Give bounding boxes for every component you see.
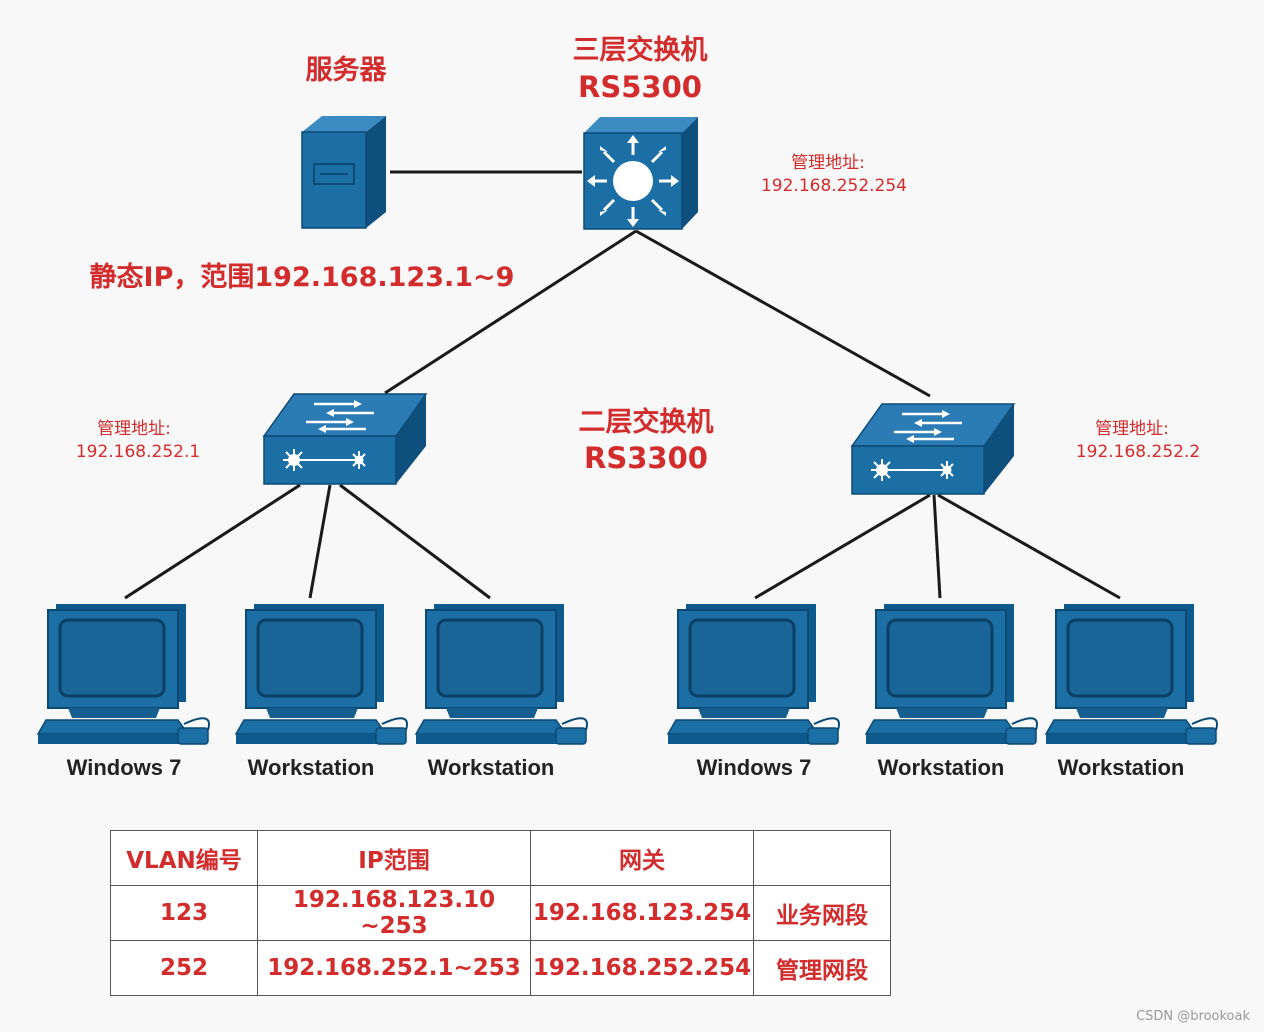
server-label: 服务器 <box>306 55 388 86</box>
core-switch-model: RS5300 <box>578 70 702 104</box>
cell-vlan-id: 252 <box>110 940 258 996</box>
core-switch-mgmt-label: 管理地址: <box>791 153 865 173</box>
access-switch-title: 二层交换机 <box>579 406 714 438</box>
left-pc-1-label: Windows 7 <box>67 755 182 780</box>
table-header-row: VLAN编号 IP范围 网关 <box>110 830 891 886</box>
cell-segment: 管理网段 <box>753 940 891 996</box>
cell-ip-range: 192.168.252.1~253 <box>257 940 531 996</box>
link-leftsw-pc3 <box>339 483 491 600</box>
right-access-switch-icon <box>850 402 1016 496</box>
left-switch-mgmt-label: 管理地址: <box>97 419 171 439</box>
left-pc-2-icon <box>234 602 409 746</box>
right-switch-mgmt-label: 管理地址: <box>1095 419 1169 439</box>
link-rightsw-pc3 <box>937 493 1121 600</box>
header-segment <box>753 830 891 886</box>
right-pc-2-icon <box>864 602 1039 746</box>
right-pc-2-label: Workstation <box>878 755 1005 780</box>
right-pc-3-label: Workstation <box>1058 755 1185 780</box>
cell-vlan-id: 123 <box>110 885 258 941</box>
core-switch-title: 三层交换机 <box>573 34 708 66</box>
right-pc-1-label: Windows 7 <box>697 755 812 780</box>
link-core-left-switch <box>384 229 637 395</box>
header-vlan-id: VLAN编号 <box>110 830 258 886</box>
right-switch-mgmt-ip: 192.168.252.2 <box>1076 442 1200 462</box>
table-row: 252 192.168.252.1~253 192.168.252.254 管理… <box>110 940 891 996</box>
cell-ip-range: 192.168.123.10 ~253 <box>257 885 531 941</box>
server-icon <box>301 116 386 229</box>
left-pc-3-icon <box>414 602 589 746</box>
core-switch-icon <box>583 117 698 230</box>
link-core-right-switch <box>635 229 931 398</box>
cell-gateway: 192.168.123.254 <box>530 885 754 941</box>
access-switch-model: RS3300 <box>584 441 708 475</box>
link-leftsw-pc1 <box>124 483 301 600</box>
cell-gateway: 192.168.252.254 <box>530 940 754 996</box>
left-pc-3-label: Workstation <box>428 755 555 780</box>
left-access-switch-icon <box>262 392 428 486</box>
watermark: CSDN @brookoak <box>1136 1009 1250 1024</box>
left-pc-2-label: Workstation <box>248 755 375 780</box>
link-leftsw-pc2 <box>308 484 332 599</box>
network-topology-diagram: 服务器 三层交换机 RS5300 管理地址: 192.168.252.254 静… <box>36 34 1219 780</box>
right-pc-1-icon <box>666 602 841 746</box>
core-switch-mgmt-ip: 192.168.252.254 <box>761 176 907 196</box>
link-rightsw-pc2 <box>932 494 942 599</box>
server-ip-note: 静态IP，范围192.168.123.1~9 <box>90 262 515 293</box>
left-switch-mgmt-ip: 192.168.252.1 <box>76 442 200 462</box>
cell-segment: 业务网段 <box>753 885 891 941</box>
header-gateway: 网关 <box>530 830 754 886</box>
right-pc-3-icon <box>1044 602 1219 746</box>
table-row: 123 192.168.123.10 ~253 192.168.123.254 … <box>110 885 891 941</box>
link-rightsw-pc1 <box>754 493 931 600</box>
vlan-table: VLAN编号 IP范围 网关 123 192.168.123.10 ~253 1… <box>110 830 891 996</box>
left-pc-1-icon <box>36 602 211 746</box>
header-ip-range: IP范围 <box>257 830 531 886</box>
